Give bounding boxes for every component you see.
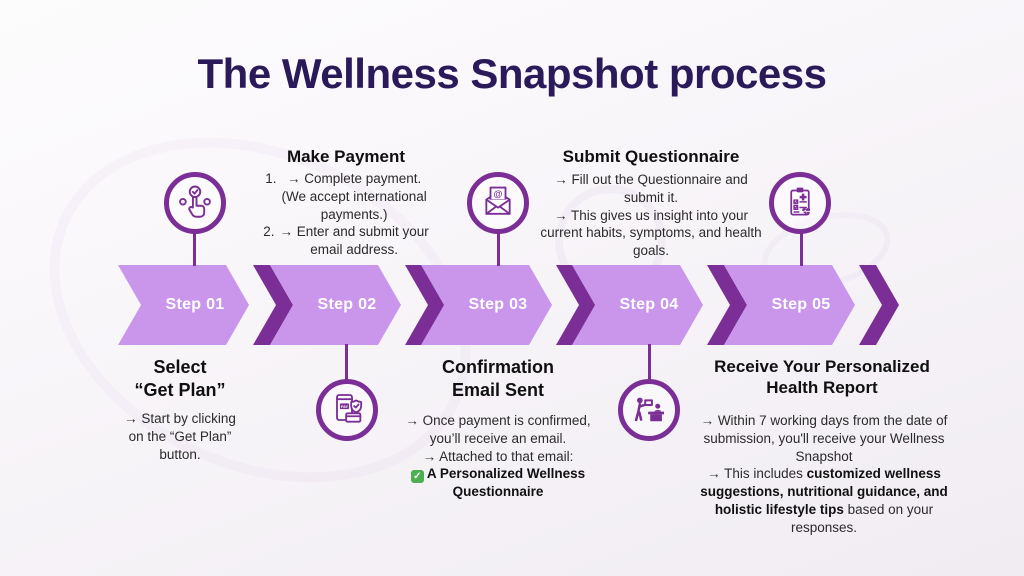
- page-title: The Wellness Snapshot process: [197, 50, 827, 97]
- step-5-detail-part-1: → Within 7 working days from the date of…: [700, 413, 948, 482]
- tap-select-icon: [179, 185, 211, 218]
- step-2-heading: Make Payment: [286, 147, 406, 166]
- step-arrow-5: Step 05: [724, 265, 855, 345]
- step-5-detail: → Within 7 working days from the date of…: [688, 412, 960, 537]
- connector-step-5: [800, 233, 803, 266]
- step-5-icon-circle: [769, 172, 831, 234]
- step-3-detail: → Once payment is confirmed, you’ll rece…: [378, 412, 618, 501]
- step-arrow-1: Step 01: [118, 265, 249, 345]
- step-3-highlight: A Personalized Wellness Questionnaire: [426, 466, 586, 500]
- step-3-detail-text: → Once payment is confirmed, you’ll rece…: [405, 413, 591, 464]
- submit-questionnaire-icon: [634, 397, 664, 422]
- email-at-icon: @: [485, 186, 511, 215]
- mobile-payment-icon: PAY: [336, 394, 363, 423]
- step-label-5: Step 05: [771, 296, 831, 313]
- step-label-2: Step 02: [317, 296, 377, 313]
- payment-item-1-number: 1.: [265, 171, 277, 186]
- svg-text:PAY: PAY: [341, 405, 349, 409]
- connector-step-2: [345, 344, 348, 380]
- step-1-heading: Select “Get Plan”: [134, 357, 226, 400]
- step-3-heading: Confirmation Email Sent: [442, 357, 554, 400]
- step-label-4: Step 04: [619, 296, 679, 313]
- svg-text:@: @: [494, 189, 503, 199]
- step-label-1: Step 01: [165, 296, 225, 313]
- step-2-detail: 1. → Complete payment. (We accept interna…: [236, 170, 456, 259]
- step-4-detail: → Fill out the Questionnaire and submit …: [540, 172, 762, 259]
- connector-step-4: [648, 344, 651, 380]
- step-3-icon-circle: @: [467, 172, 529, 234]
- step-5-detail-part-2: based on your responses.: [790, 502, 934, 535]
- health-report-icon: [790, 187, 811, 216]
- payment-item-2-number: 2.: [263, 224, 275, 240]
- step-1-detail: → Start by clicking on the “Get Plan” bu…: [124, 411, 236, 462]
- chevron-separator-5: [859, 265, 899, 345]
- step-1-icon-circle: [164, 172, 226, 234]
- step-2-icon-circle: PAY: [316, 379, 378, 441]
- step-4-icon-circle: [618, 379, 680, 441]
- green-check-icon: ✓: [410, 470, 424, 484]
- payment-item-2: 2.→ Enter and submit your email address.: [236, 223, 456, 259]
- payment-item-1-text: → Complete payment. (We accept internati…: [281, 171, 427, 222]
- connector-step-3: [497, 233, 500, 266]
- payment-item-1: 1. → Complete payment. (We accept interna…: [236, 170, 456, 223]
- step-label-3: Step 03: [468, 296, 528, 313]
- connector-step-1: [193, 233, 196, 266]
- step-4-heading: Submit Questionnaire: [562, 147, 740, 166]
- step-5-heading: Receive Your Personalized Health Report: [714, 357, 930, 398]
- payment-item-2-text: → Enter and submit your email address.: [279, 224, 429, 258]
- step-5-detail-bold: customized wellness suggestions, nutriti…: [700, 466, 948, 518]
